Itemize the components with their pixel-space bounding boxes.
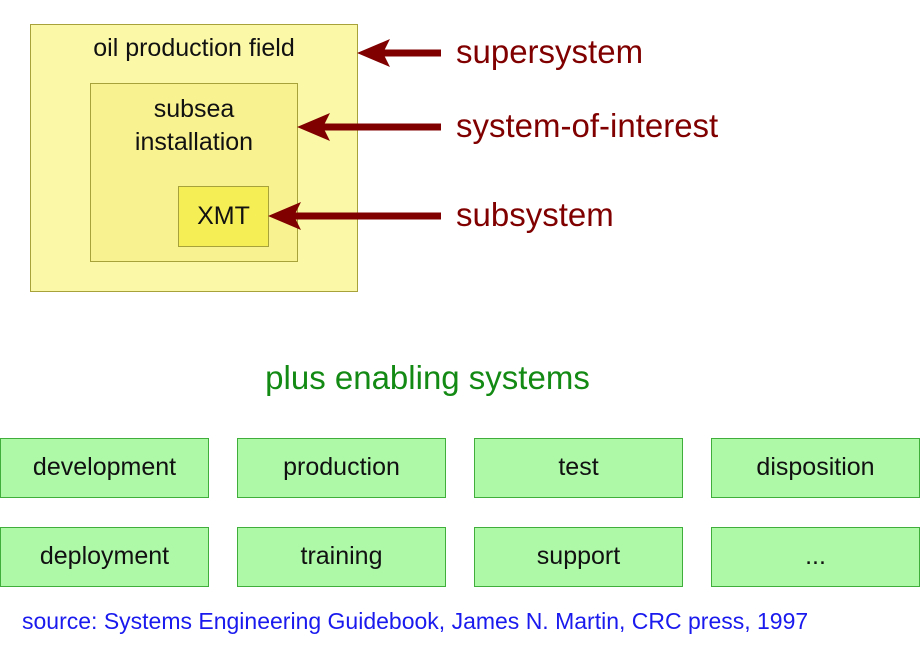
enabler-test: test [474,438,683,498]
enabler-support: support [474,527,683,587]
supersystem-box: oil production field subsea installation… [30,24,358,292]
supersystem-box-label: oil production field [93,34,295,62]
arrow-supersystem [357,39,441,67]
enabler-development: development [0,438,209,498]
enabler-more: ... [711,527,920,587]
enabler-disposition: disposition [711,438,920,498]
system-of-interest-label-line-1: subsea [153,95,235,123]
subsystem-box-label: XMT [197,202,250,230]
enabling-systems-title: plus enabling systems [265,359,590,396]
source-citation: source: Systems Engineering Guidebook, J… [22,608,809,634]
system-of-interest-box: subsea installation XMT [90,83,298,262]
system-of-interest-level-label: system-of-interest [456,107,719,144]
arrow-subsystem [268,202,441,230]
system-of-interest-label-line-2: installation [134,128,254,156]
enabler-deployment: deployment [0,527,209,587]
subsystem-box: XMT [178,186,269,247]
subsystem-level-label: subsystem [456,196,614,233]
enabler-training: training [237,527,446,587]
supersystem-level-label: supersystem [456,33,644,70]
enabler-production: production [237,438,446,498]
system-of-interest-box-label: subsea installation [91,93,297,159]
arrow-system-of-interest [297,113,441,141]
